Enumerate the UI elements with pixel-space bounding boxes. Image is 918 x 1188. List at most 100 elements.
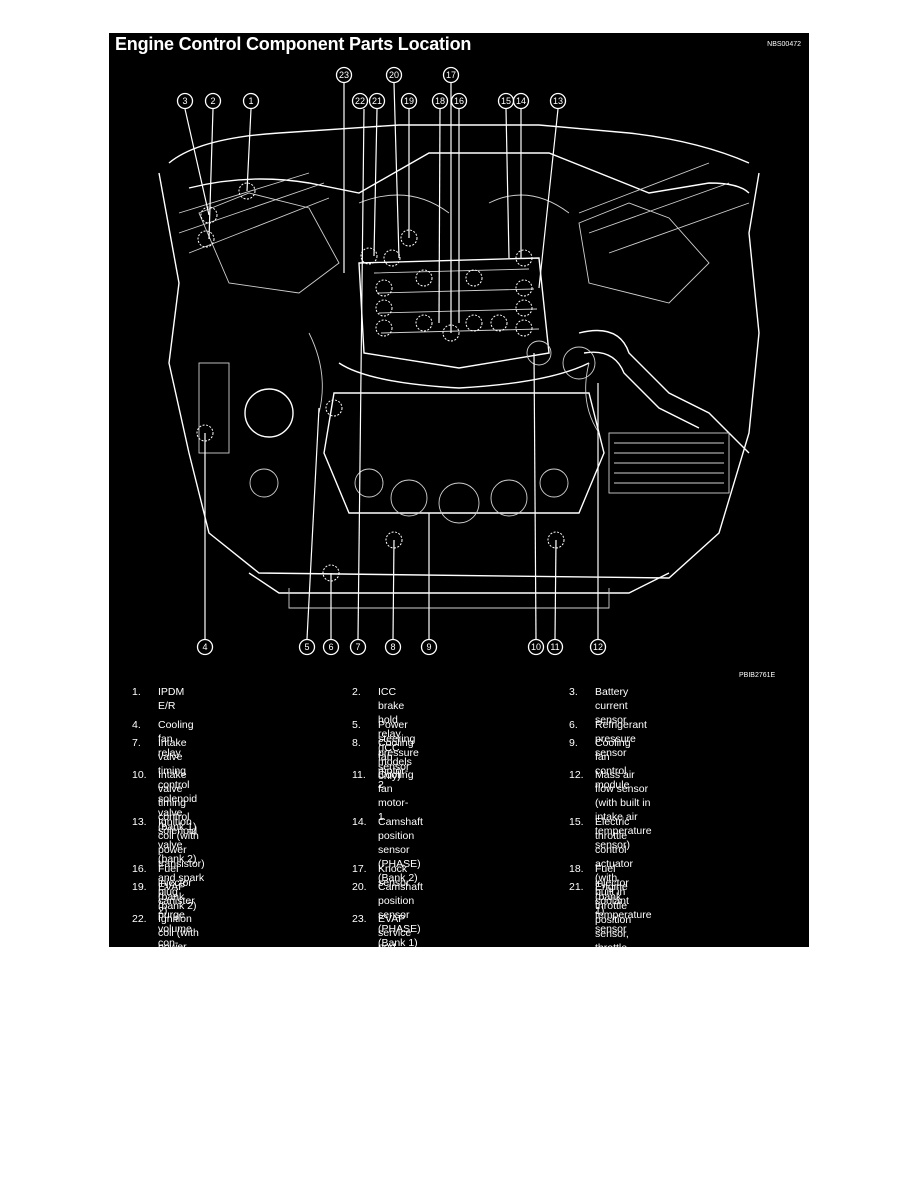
section-code: NBS00472 <box>767 41 801 48</box>
callout-3-label: 3 <box>182 96 187 106</box>
callout-7: 7 <box>349 638 367 656</box>
callout-12-label: 12 <box>593 642 603 652</box>
legend-text: Engine coolant temperature sensor <box>595 881 652 935</box>
callout-6: 6 <box>322 638 340 656</box>
legend-number: 8. <box>352 737 361 749</box>
callout-2: 2 <box>204 92 222 110</box>
legend-number: 7. <box>132 737 141 749</box>
callout-20: 20 <box>385 66 403 84</box>
legend-text: Camshaft position sensor (PHASE) (Bank 1… <box>378 881 423 949</box>
legend-number: 2. <box>352 686 361 698</box>
legend-number: 12. <box>569 769 584 781</box>
callout-20-label: 20 <box>389 70 399 80</box>
callout-9: 9 <box>420 638 438 656</box>
legend-number: 3. <box>569 686 578 698</box>
legend-number: 6. <box>569 719 578 731</box>
legend-text: Electric throttle control actuator (with… <box>595 816 633 982</box>
callout-4: 4 <box>196 638 214 656</box>
callout-19-label: 19 <box>404 96 414 106</box>
legend-number: 1. <box>132 686 141 698</box>
callout-19: 19 <box>400 92 418 110</box>
callout-18: 18 <box>431 92 449 110</box>
legend-text: Cooling fan motor-1 <box>378 769 414 823</box>
legend-text: Fuel injector (bank 2) <box>158 863 192 917</box>
callout-1: 1 <box>242 92 260 110</box>
callout-8: 8 <box>384 638 402 656</box>
legend-text: Knock sensor <box>378 863 410 889</box>
callout-2-label: 2 <box>210 96 215 106</box>
callout-21-label: 21 <box>372 96 382 106</box>
legend-text: Mass air flow sensor (with built in inta… <box>595 769 652 851</box>
callout-15: 15 <box>497 92 515 110</box>
callout-16-label: 16 <box>454 96 464 106</box>
callout-14-label: 14 <box>516 96 526 106</box>
engine-diagram: 1 2 3 4 5 6 7 8 9 10 11 12 13 14 15 16 1… <box>158 66 760 656</box>
legend-number: 15. <box>569 816 584 828</box>
legend-text: Intake valve timing control solenoid val… <box>158 769 198 865</box>
callout-10-label: 10 <box>531 642 541 652</box>
callout-12: 12 <box>589 638 607 656</box>
legend-text: Camshaft position sensor (PHASE) (Bank 2… <box>378 816 423 884</box>
legend-number: 20. <box>352 881 367 893</box>
legend-number: 11. <box>352 769 366 781</box>
legend-text: Ignition coil (with power transistor) an… <box>158 913 205 1009</box>
callout-18-label: 18 <box>435 96 445 106</box>
callout-5-label: 5 <box>304 642 309 652</box>
component-locators <box>196 182 565 582</box>
legend-number: 16. <box>132 863 147 875</box>
diagram-panel: Engine Control Component Parts Location … <box>109 33 809 1009</box>
callout-10: 10 <box>527 638 545 656</box>
legend-text: Refrigerant pressure sensor <box>595 719 647 759</box>
callout-3: 3 <box>176 92 194 110</box>
callout-15-label: 15 <box>501 96 511 106</box>
callout-9-label: 9 <box>426 642 431 652</box>
callout-13: 13 <box>549 92 567 110</box>
legend-text: Cooling fan motor-2 <box>378 737 414 791</box>
legend-text: EVAP canister purge volume con- trol sol… <box>158 881 198 991</box>
callout-4-label: 4 <box>202 642 207 652</box>
legend-number: 4. <box>132 719 141 731</box>
legend-text: ICC brake hold relay (ICC models only) <box>378 686 412 782</box>
legend-number: 13. <box>132 816 147 828</box>
callout-22: 22 <box>351 92 369 110</box>
callout-6-label: 6 <box>328 642 333 652</box>
callout-23: 23 <box>335 66 353 84</box>
legend-text: Intake valve timing control solenoid val… <box>158 737 198 833</box>
legend-text: Battery current sensor <box>595 686 629 726</box>
leader-lines <box>184 77 599 640</box>
callout-5: 5 <box>298 638 316 656</box>
callout-14: 14 <box>512 92 530 110</box>
callout-17-label: 17 <box>446 70 456 80</box>
callout-7-label: 7 <box>355 642 360 652</box>
legend-text: Power steering pressure sensor <box>378 719 419 773</box>
callout-11: 11 <box>546 638 564 656</box>
legend-text: EVAP service port <box>378 913 412 953</box>
callout-22-label: 22 <box>355 96 365 106</box>
engine-bay-illustration <box>158 124 760 609</box>
legend-text: Fuel injector (bank 1) <box>595 863 629 917</box>
legend-number: 21. <box>569 881 584 893</box>
legend-text: IPDM E/R <box>158 686 185 712</box>
legend-number: 9. <box>569 737 578 749</box>
callout-21: 21 <box>368 92 386 110</box>
callout-1-label: 1 <box>248 96 253 106</box>
callout-8-label: 8 <box>390 642 395 652</box>
callout-17: 17 <box>442 66 460 84</box>
legend-number: 14. <box>352 816 367 828</box>
legend-number: 10. <box>132 769 147 781</box>
legend-text: Cooling fan relay <box>158 719 194 759</box>
callout-23-label: 23 <box>339 70 349 80</box>
page-title: Engine Control Component Parts Location <box>115 34 472 54</box>
legend-number: 17. <box>352 863 367 875</box>
legend-text: Ignition coil (with power transistor) an… <box>158 816 205 912</box>
callout-11-label: 11 <box>550 642 559 652</box>
figure-code: PBIB2761E <box>739 672 776 679</box>
legend-number: 18. <box>569 863 584 875</box>
legend-number: 23. <box>352 913 367 925</box>
callout-13-label: 13 <box>553 96 563 106</box>
legend-text: Cooling fan control module <box>595 737 631 791</box>
legend-number: 22. <box>132 913 147 925</box>
legend-number: 19. <box>132 881 147 893</box>
callout-16: 16 <box>450 92 468 110</box>
legend-number: 5. <box>352 719 361 731</box>
